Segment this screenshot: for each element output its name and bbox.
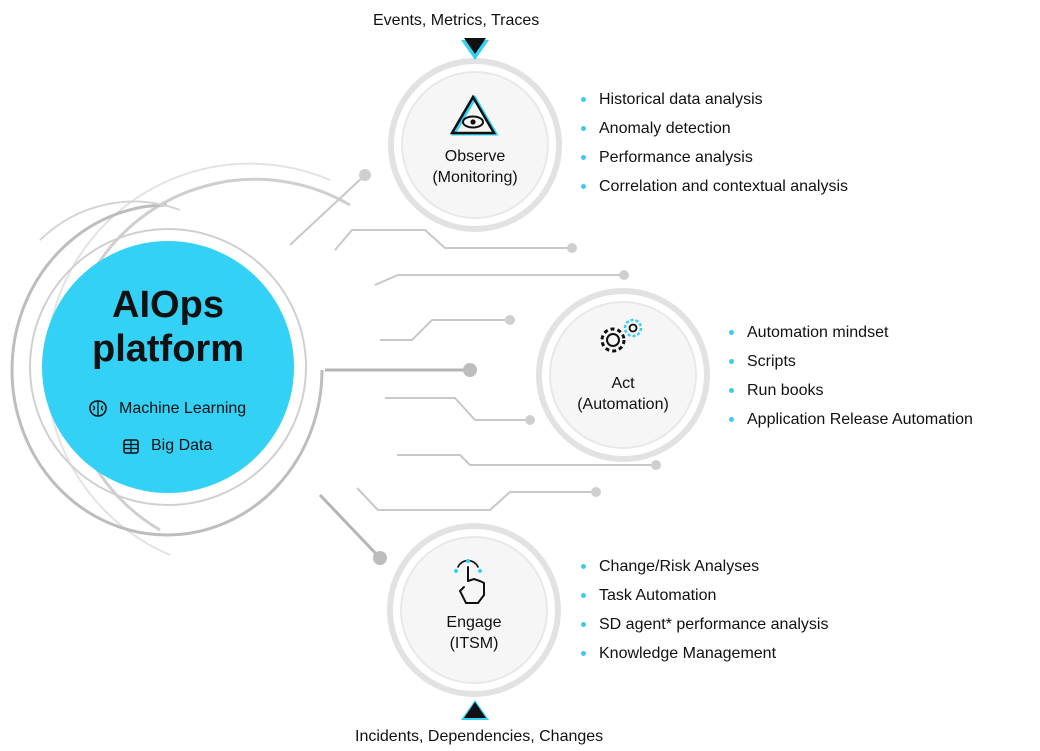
act-bullet-list: Automation mindset Scripts Run books App… [729,318,973,434]
hub-ring [29,228,307,506]
bullet-item: Task Automation [581,581,828,610]
node-title: Engage [446,614,502,631]
hub-inner-arc [39,200,181,241]
arrow-up-icon [461,700,489,720]
bullet-item: Performance analysis [581,143,848,172]
connector-dot [505,315,515,325]
connector-dot [525,415,535,425]
brain-icon [89,400,107,417]
node-act-label: Act (Automation) [553,373,693,415]
connector-dot [463,363,477,377]
connector-dot [619,270,629,280]
hub-item-label: Machine Learning [119,400,247,417]
node-subtitle: (Monitoring) [432,169,518,186]
bullet-item: Change/Risk Analyses [581,552,828,581]
node-engage-circle [387,523,561,697]
connector-1 [334,229,572,251]
hub-item-machine-learning: Machine Learning [87,398,246,420]
bullet-item: Anomaly detection [581,114,848,143]
arrow-down-icon [461,38,489,60]
bullet-item: Knowledge Management [581,639,828,668]
connector-5 [397,454,656,466]
observe-bullet-list: Historical data analysis Anomaly detecti… [581,85,848,201]
connector-dot [567,243,577,253]
node-title: Observe [444,148,506,165]
node-subtitle: (Automation) [577,396,669,413]
bullet-item: Automation mindset [729,318,973,347]
node-observe-label: Observe (Monitoring) [405,146,545,188]
input-caption-bottom: Incidents, Dependencies, Changes [355,728,604,745]
connector-2 [374,274,624,286]
bullet-item: Scripts [729,347,973,376]
connector-dot [651,460,661,470]
input-caption-top: Events, Metrics, Traces [373,12,540,29]
node-observe-circle [388,58,562,232]
connector-dot [591,487,601,497]
hub-title: AIOps platform [50,283,286,371]
hub-mid-ring [10,203,324,537]
gears-icon [600,318,643,353]
hub-title-line1: AIOps [112,284,224,326]
node-engage-label: Engage (ITSM) [404,612,544,654]
bullet-item: Correlation and contextual analysis [581,172,848,201]
hub-circle [42,241,294,493]
engage-bullet-list: Change/Risk Analyses Task Automation SD … [581,552,828,668]
connector-observe [289,174,366,246]
hub-title-line2: platform [92,328,244,370]
connector-engage [318,493,382,560]
eye-triangle-icon [449,94,499,136]
bullet-item: Run books [729,376,973,405]
connector-dot [359,169,371,181]
bullet-item: Application Release Automation [729,405,973,434]
node-subtitle: (ITSM) [449,635,499,652]
hub-item-big-data: Big Data [121,436,212,456]
connector-dot [373,551,387,565]
database-icon [123,439,139,454]
node-act-circle [536,288,710,462]
bullet-item: Historical data analysis [581,85,848,114]
node-title: Act [611,375,635,392]
connector-6 [356,487,596,511]
connector-4 [385,397,530,421]
hub-outer-arc-2 [45,162,331,556]
connector-3 [380,319,510,341]
bullet-item: SD agent* performance analysis [581,610,828,639]
hub-item-label: Big Data [151,437,213,454]
hand-touch-icon [454,559,485,604]
